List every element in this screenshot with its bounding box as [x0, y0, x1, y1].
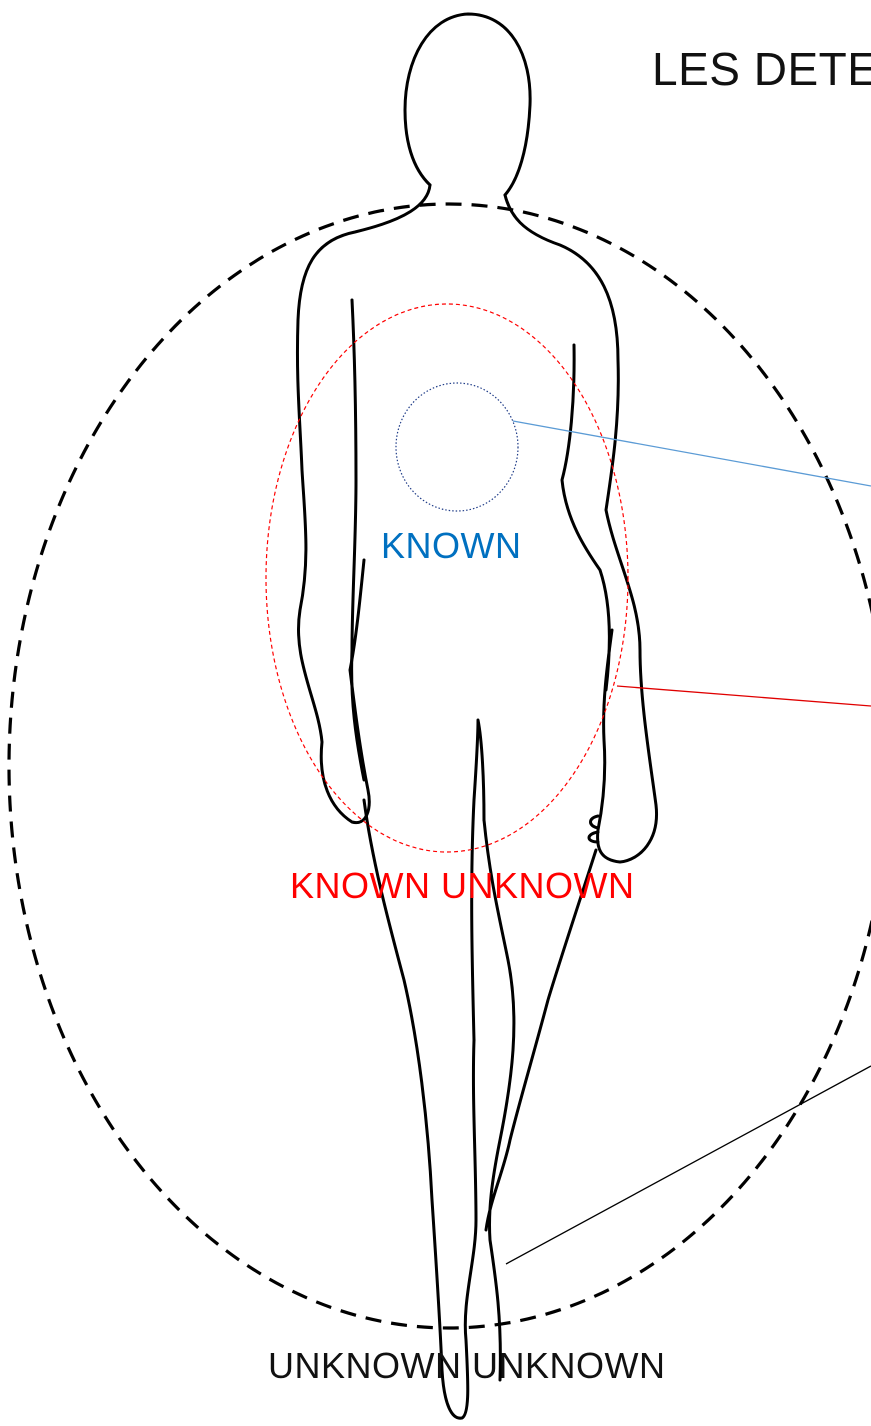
known-unknown-leader-line [617, 686, 871, 706]
figure-left-inner-arm [352, 300, 364, 780]
known-circle [396, 383, 518, 511]
known-label: KNOWN [381, 528, 522, 564]
page-title: LES DETE [652, 46, 871, 92]
unknown-unknown-leader-line [506, 1066, 871, 1264]
human-figure-silhouette [297, 14, 656, 1418]
figure-left-side [297, 185, 430, 823]
unknown-unknown-label: UNKNOWN UNKNOWN [268, 1348, 665, 1384]
unknown-unknown-ellipse [9, 204, 871, 1328]
figure-head [405, 14, 530, 195]
figure-right-inner-arm [562, 345, 609, 690]
known-unknown-label: KNOWN UNKNOWN [290, 868, 634, 904]
